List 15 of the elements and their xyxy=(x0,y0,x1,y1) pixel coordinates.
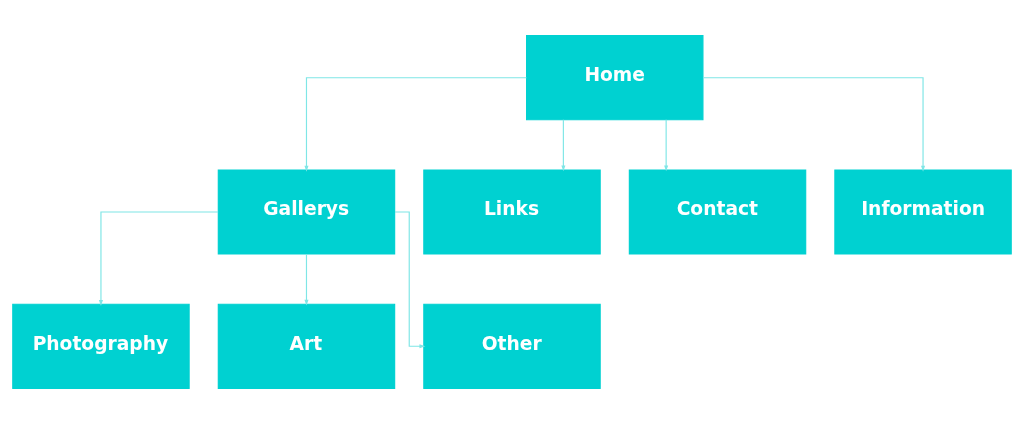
arrow xyxy=(394,211,426,349)
node-box: Photography xyxy=(12,303,190,389)
node-box: Gallerys xyxy=(217,169,396,255)
node-box: Art xyxy=(217,303,396,389)
arrow xyxy=(304,77,527,172)
arrow xyxy=(664,119,669,172)
node-box: Links xyxy=(423,169,601,255)
node-box: Information xyxy=(834,169,1012,255)
node-box: Home xyxy=(526,35,704,121)
node-box: Contact xyxy=(628,169,807,255)
node-box: Other xyxy=(423,303,601,389)
arrow xyxy=(304,253,309,306)
arrow xyxy=(98,211,219,306)
arrow xyxy=(561,119,566,172)
arrow xyxy=(702,77,926,172)
